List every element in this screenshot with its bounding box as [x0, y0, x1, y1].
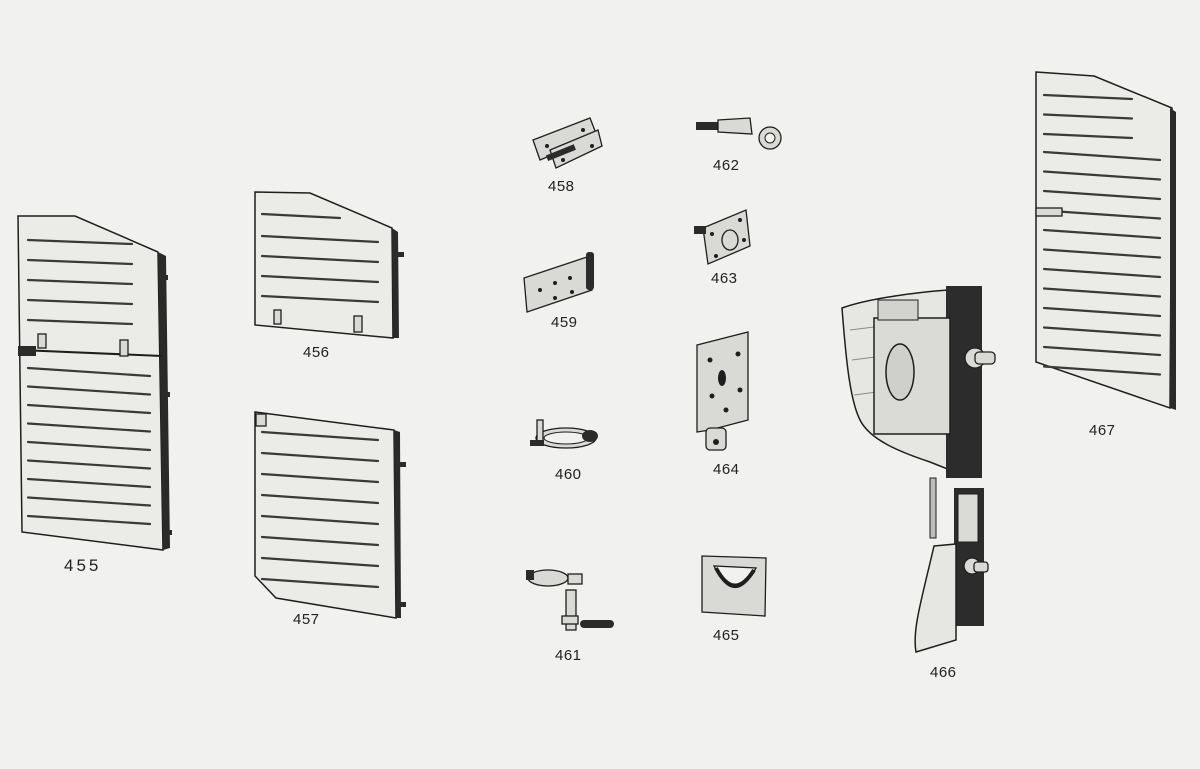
- caption-459: 459: [551, 314, 578, 331]
- panel-slot: [26, 422, 152, 433]
- eyeplate-463-drawing: [694, 209, 751, 265]
- panel-slot: [260, 493, 380, 505]
- clamp-460-drawing: [530, 419, 598, 449]
- panel-slot: [260, 430, 380, 442]
- panel-slot: [26, 459, 152, 470]
- panel-slot: [26, 318, 134, 326]
- panel-slot: [1042, 228, 1162, 240]
- panel-456-drawing: [254, 191, 404, 339]
- panel-slot: [26, 258, 134, 266]
- panel-slot: [260, 472, 380, 484]
- panel-457-drawing: [254, 411, 406, 619]
- panel-slot: [26, 385, 152, 396]
- panel-slot: [26, 477, 152, 489]
- panel-slot: [260, 577, 380, 589]
- lock-assembly-466-drawing: [841, 286, 996, 653]
- caption-462: 462: [713, 157, 740, 174]
- panel-slot: [1042, 267, 1162, 279]
- eyebolt-462-drawing: [696, 117, 782, 150]
- panel-slot: [1042, 189, 1162, 201]
- panel-slot: [1042, 326, 1162, 337]
- caption-464: 464: [713, 461, 740, 478]
- panel-slot: [1042, 170, 1162, 181]
- caption-466: 466: [930, 664, 957, 681]
- panel-slot: [260, 212, 342, 220]
- panel-slot: [1042, 209, 1162, 220]
- caption-467: 467: [1089, 422, 1116, 439]
- panel-slot: [1042, 365, 1162, 376]
- caption-456: 456: [303, 344, 330, 361]
- panel-slot: [1042, 306, 1162, 318]
- caption-455: 455: [64, 556, 102, 575]
- hinge-459-drawing: [523, 252, 594, 313]
- caption-463: 463: [711, 270, 738, 287]
- plate-464-drawing: [696, 331, 749, 451]
- panel-slot: [26, 366, 152, 378]
- panel-slot: [26, 514, 152, 526]
- panel-slot: [1042, 287, 1162, 298]
- caption-461: 461: [555, 647, 582, 664]
- panel-slot: [260, 451, 380, 463]
- caption-458: 458: [548, 178, 575, 195]
- panel-slot: [1042, 93, 1134, 101]
- flush-handle-465-drawing: [701, 555, 767, 617]
- panel-slot: [26, 238, 134, 246]
- caption-460: 460: [555, 466, 582, 483]
- panel-slot: [1042, 113, 1134, 120]
- panel-slot: [26, 440, 152, 452]
- panel-467-drawing: [1035, 71, 1176, 410]
- caption-457: 457: [293, 611, 320, 628]
- panel-slot: [260, 234, 380, 244]
- panel-slot: [260, 556, 380, 568]
- panel-slot: [260, 514, 380, 526]
- caption-465: 465: [713, 627, 740, 644]
- panel-slot: [26, 278, 134, 286]
- panel-slot: [1042, 248, 1162, 259]
- clamp-461-drawing: [526, 569, 614, 631]
- panel-slot: [260, 254, 380, 264]
- panel-455-drawing: [17, 215, 172, 551]
- panel-slot: [26, 298, 134, 306]
- panel-slot: [260, 294, 380, 304]
- panel-slot: [260, 274, 380, 284]
- panel-slot: [1042, 150, 1162, 162]
- panel-slot: [26, 403, 152, 415]
- panel-slot: [26, 496, 152, 507]
- panel-slot: [1042, 132, 1134, 140]
- panel-slot: [1042, 345, 1162, 357]
- panel-slot: [260, 535, 380, 547]
- hinge-458-drawing: [532, 117, 603, 169]
